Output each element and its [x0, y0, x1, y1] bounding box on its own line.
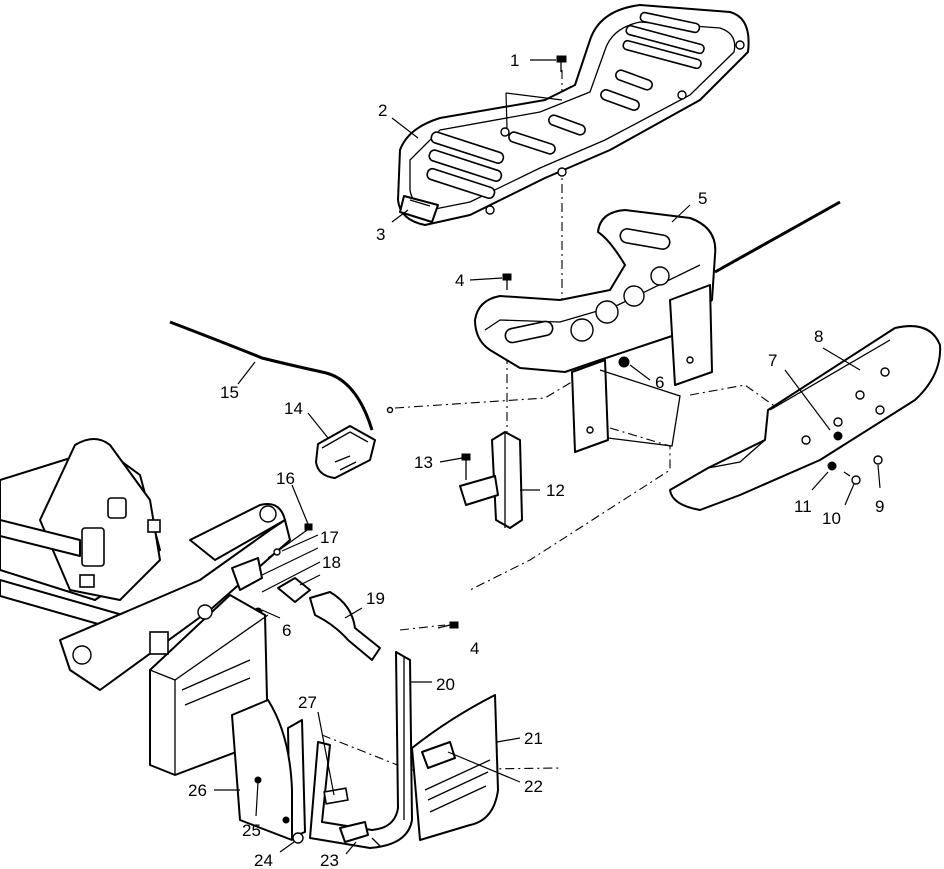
callout-6-upper: 6 [655, 373, 664, 392]
bolt-part-10 [843, 471, 861, 485]
strap-part-19 [309, 591, 381, 661]
callout-6-lower: 6 [282, 621, 291, 640]
rear-rack [397, 4, 750, 226]
spacer-part-17 [273, 548, 281, 556]
callout-19: 19 [366, 589, 385, 608]
tail-light-screw [386, 406, 394, 414]
callout-1: 1 [510, 51, 519, 70]
callout-4-lower: 4 [470, 639, 479, 658]
rear-bumper [669, 325, 942, 511]
bracket-part-23 [339, 821, 381, 847]
reflector-plate-part-3 [399, 195, 439, 223]
callout-4-upper: 4 [455, 271, 464, 290]
callout-9: 9 [875, 497, 884, 516]
bolt-part-9 [873, 455, 883, 465]
callout-20: 20 [436, 675, 455, 694]
callout-21: 21 [524, 729, 543, 748]
callout-15: 15 [220, 383, 239, 402]
mud-flap-right-part-21 [411, 694, 499, 841]
callout-labels: 1 2 3 4 5 6 7 8 9 10 11 12 13 14 15 16 1… [188, 51, 884, 869]
bolt-part-4-lower [437, 621, 459, 629]
nut-part-6-upper [618, 356, 630, 368]
callout-27: 27 [298, 693, 317, 712]
callout-8: 8 [814, 327, 823, 346]
callout-3: 3 [376, 225, 385, 244]
mud-flap-bracket-part-20 [309, 651, 413, 849]
assembly-guide-lines [321, 70, 781, 771]
callout-26: 26 [188, 781, 207, 800]
callout-5: 5 [698, 189, 707, 208]
mud-flap-left-part-26 [231, 699, 293, 841]
nut-part-11 [827, 461, 837, 471]
callout-12: 12 [546, 481, 565, 500]
washer-part-7 [833, 431, 843, 441]
callout-11: 11 [794, 497, 812, 516]
bolt-part-4-upper [502, 273, 512, 290]
callout-23: 23 [320, 851, 339, 869]
bolt-part-13 [461, 453, 471, 480]
bracket-part-12 [459, 431, 523, 529]
connector-block [231, 557, 263, 591]
nut-part-24 [292, 832, 304, 844]
tail-light-part-14 [315, 425, 376, 479]
callout-22: 22 [524, 777, 543, 796]
cable-upper-right [714, 200, 841, 274]
wire-harness-part-15 [169, 320, 374, 431]
bolt-part-1 [556, 55, 567, 72]
leader-lines [214, 59, 881, 855]
rack-support [474, 209, 717, 453]
callout-14: 14 [284, 399, 303, 418]
callout-18: 18 [322, 553, 341, 572]
callout-7: 7 [768, 351, 777, 370]
decal-part-22 [421, 741, 456, 769]
vehicle-frame [0, 438, 291, 691]
callout-17: 17 [320, 528, 339, 547]
callout-25: 25 [242, 821, 261, 840]
callout-2: 2 [378, 101, 387, 120]
callout-16: 16 [276, 469, 295, 488]
callout-10: 10 [822, 509, 841, 528]
callout-24: 24 [254, 851, 273, 869]
callout-13: 13 [414, 453, 433, 472]
